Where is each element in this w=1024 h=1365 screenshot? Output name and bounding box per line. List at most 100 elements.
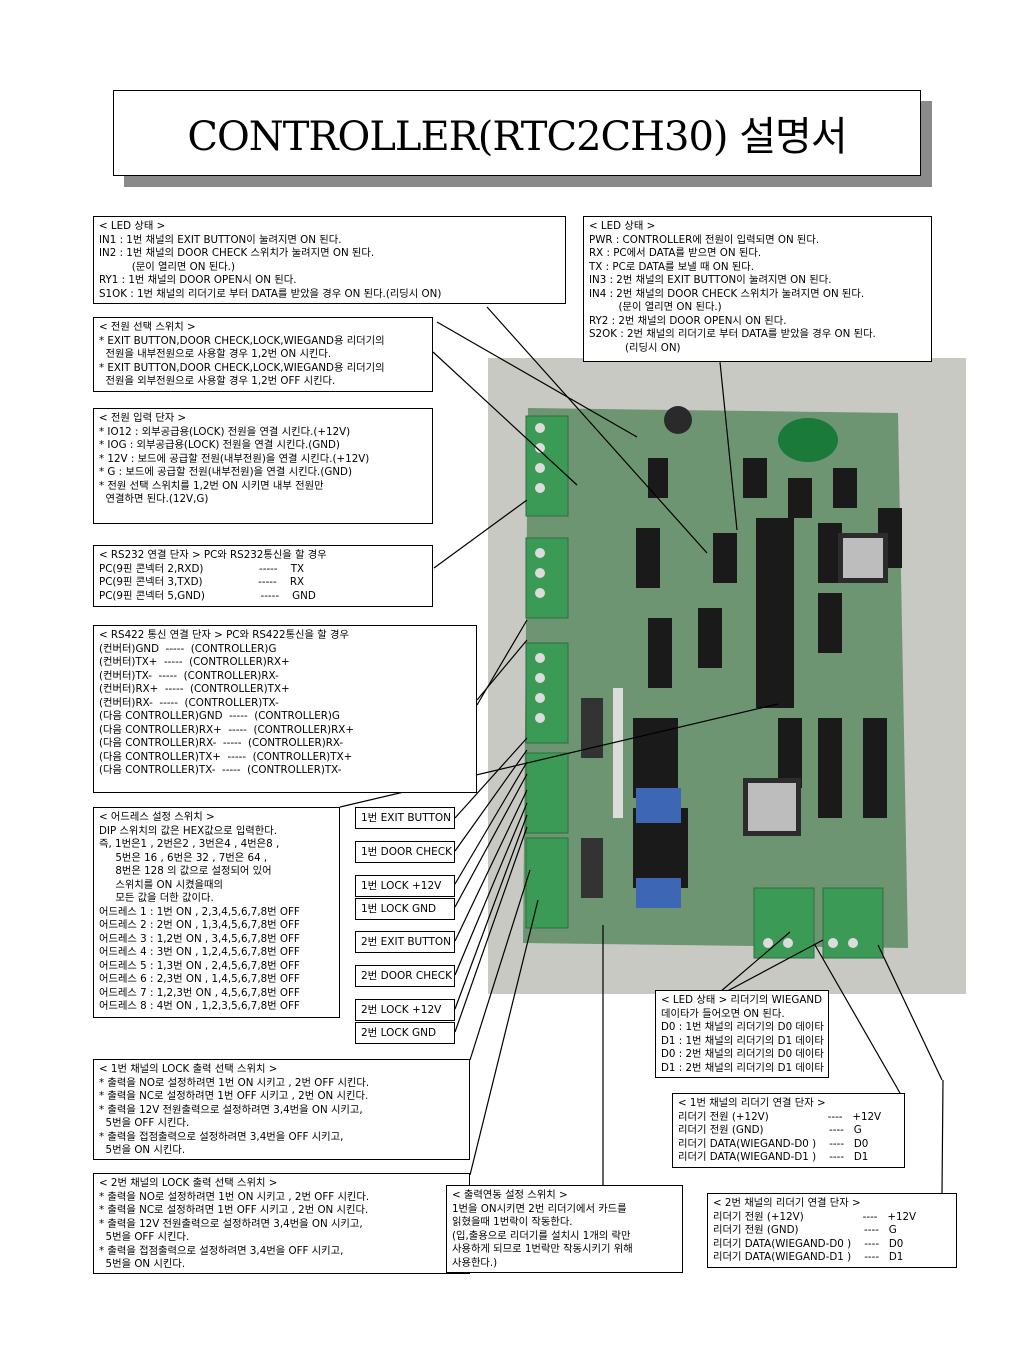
led1-line: (문이 열리면 ON 된다.) [99,260,235,273]
terminal-label: 1번 LOCK +12V [355,875,455,897]
rs422-line: (컨버터)GND ----- (CONTROLLER)G [99,642,277,655]
board-illustration [488,358,966,994]
led1-line: RY1 : 1번 채널의 DOOR OPEN시 ON 된다. [99,274,297,286]
power-input-line: * IO12 : 외부공급용(LOCK) 전원을 연결 시킨다.(+12V) [99,425,351,438]
power-input-line: 연결하면 된다.(12V,G) [99,493,209,505]
rs232-line: PC(9핀 콘넥터 3,TXD) ----- RX [99,576,305,588]
lock1-line: 5번을 ON 시킨다. [99,1144,186,1156]
output-link-line: 사용하게 되므로 1번락만 작동시키기 위해 [452,1243,633,1255]
reader2-line: 리더기 DATA(WIEGAND-D1 ) ---- D1 [713,1251,904,1263]
address-line: 어드레스 7 : 1,2,3번 ON , 4,5,6,7,8번 OFF [99,986,300,999]
led2-line: IN4 : 2번 채널의 DOOR CHECK 스위치가 눌려지면 ON 된다. [589,287,865,300]
address-line: 어드레스 6 : 2,3번 ON , 1,4,5,6,7,8번 OFF [99,973,300,985]
led-status-box-1: < LED 상태 > IN1 : 1번 채널의 EXIT BUTTON이 눌려지… [93,216,566,304]
led1-line: IN2 : 1번 채널의 DOOR CHECK 스위치가 눌려지면 ON 된다. [99,247,375,259]
address-line: < 어드레스 설정 스위치 > [99,811,215,823]
wiegand-led-line: 데이타가 들어오면 ON 된다. [661,1007,785,1020]
power-input-line: * 12V : 보드에 공급할 전원(내부전원)을 연결 시킨다.(+12V) [99,452,370,465]
address-line: 어드레스 1 : 1번 ON , 2,3,4,5,6,7,8번 OFF [99,905,300,918]
led2-line: (리딩시 ON) [589,341,681,354]
lock1-line: * 출력을 접점출력으로 설정하려면 3,4번을 OFF 시키고, [99,1130,344,1143]
output-link-line: < 출력연동 설정 스위치 > [452,1189,568,1201]
power-input-line: * IOG : 외부공급용(LOCK) 전원을 연결 시킨다.(GND) [99,439,340,451]
led1-line: IN1 : 1번 채널의 EXIT BUTTON이 눌려지면 ON 된다. [99,233,342,246]
address-line: 8번은 128 의 값으로 설정되어 있어 [99,865,272,877]
terminal-label: 2번 LOCK GND [355,1022,455,1044]
reader1-line: < 1번 채널의 리더기 연결 단자 > [678,1097,826,1109]
address-line: 어드레스 2 : 2번 ON , 1,3,4,5,6,7,8번 OFF [99,919,300,931]
lock2-line: * 출력을 NC로 설정하려면 1번 OFF 시키고 , 2번 ON 시킨다. [99,1204,369,1216]
reader1-line: 리더기 DATA(WIEGAND-D1 ) ---- D1 [678,1151,869,1163]
led1-line: S1OK : 1번 채널의 리더기로 부터 DATA를 받았을 경우 ON 된다… [99,287,442,300]
output-link-line: 읽혔을때 1번락이 작동한다. [452,1216,573,1228]
address-line: 어드레스 3 : 1,2번 ON , 3,4,5,6,7,8번 OFF [99,932,300,945]
power-select-line: * EXIT BUTTON,DOOR CHECK,LOCK,WIEGAND용 리… [99,361,385,374]
reader1-line: 리더기 DATA(WIEGAND-D0 ) ---- D0 [678,1137,869,1150]
lock1-line: * 출력을 NC로 설정하려면 1번 OFF 시키고 , 2번 ON 시킨다. [99,1090,369,1102]
led2-line: RY2 : 2번 채널의 DOOR OPEN시 ON 된다. [589,314,787,327]
rs232-terminal-box: < RS232 연결 단자 > PC와 RS232통신을 할 경우 PC(9핀 … [93,545,433,607]
wiegand-led-line: D1 : 2번 채널의 리더기의 D1 데이타 [661,1061,824,1074]
led2-line: PWR : CONTROLLER에 전원이 입력되면 ON 된다. [589,233,820,246]
output-link-switch-box: < 출력연동 설정 스위치 > 1번을 ON시키면 2번 리더기에서 카드를 읽… [446,1185,683,1273]
address-line: 즉, 1번은1 , 2번은2 , 3번은4 , 4번은8 , [99,838,280,850]
page-title: CONTROLLER(RTC2CH30) 설명서 [187,114,847,160]
lock1-output-switch-box: < 1번 채널의 LOCK 출력 선택 스위치 > * 출력을 NO로 설정하려… [93,1059,470,1160]
rs232-line: PC(9핀 콘넥터 5,GND) ----- GND [99,589,316,602]
power-select-switch-box: < 전원 선택 스위치 > * EXIT BUTTON,DOOR CHECK,L… [93,317,433,392]
rs422-line: (컨버터)RX- ----- (CONTROLLER)TX- [99,696,279,709]
output-link-line: 1번을 ON시키면 2번 리더기에서 카드를 [452,1202,627,1215]
terminal-label: 2번 EXIT BUTTON [355,931,455,953]
power-input-terminal-box: < 전원 입력 단자 > * IO12 : 외부공급용(LOCK) 전원을 연결… [93,408,433,524]
terminal-label: 2번 DOOR CHECK [355,965,455,987]
reader2-line: 리더기 전원 (GND) ---- G [713,1224,897,1236]
lock1-line: * 출력을 12V 전원출력으로 설정하려면 3,4번을 ON 시키고, [99,1103,363,1116]
terminal-label: 1번 DOOR CHECK [355,841,455,863]
lock2-line: < 2번 채널의 LOCK 출력 선택 스위치 > [99,1177,278,1189]
wiegand-led-line: D0 : 1번 채널의 리더기의 D0 데이타 [661,1021,824,1033]
wiegand-led-line: D1 : 1번 채널의 리더기의 D1 데이타 [661,1034,824,1047]
rs422-line: (컨버터)TX- ----- (CONTROLLER)RX- [99,669,279,682]
led-status-box-2: < LED 상태 > PWR : CONTROLLER에 전원이 입력되면 ON… [583,216,932,362]
led2-line: IN3 : 2번 채널의 EXIT BUTTON이 눌려지면 ON 된다. [589,274,832,286]
lock2-line: * 출력을 NO로 설정하려면 1번 ON 시키고 , 2번 OFF 시킨다. [99,1190,370,1203]
led2-line: S2OK : 2번 채널의 리더기로 부터 DATA를 받았을 경우 ON 된다… [589,328,876,340]
wiegand-led-line: < LED 상태 > 리더기의 WIEGAND [661,994,823,1006]
rs422-terminal-box: < RS422 통신 연결 단자 > PC와 RS422통신을 할 경우 (컨버… [93,625,477,793]
wiegand-led-line: D0 : 2번 채널의 리더기의 D0 데이타 [661,1048,824,1060]
rs422-line: (다음 CONTROLLER)RX+ ----- (CONTROLLER)RX+ [99,723,354,736]
rs422-line: (컨버터)TX+ ----- (CONTROLLER)RX+ [99,656,290,668]
power-input-line: * G : 보드에 공급할 전원(내부전원)을 연결 시킨다.(GND) [99,466,352,478]
led2-line: (문이 열리면 ON 된다.) [589,301,722,313]
lock1-line: 5번을 OFF 시킨다. [99,1117,190,1129]
reader2-line: 리더기 DATA(WIEGAND-D0 ) ---- D0 [713,1237,904,1250]
reader1-line: 리더기 전원 (+12V) ---- +12V [678,1110,882,1123]
address-switch-box: < 어드레스 설정 스위치 > DIP 스위치의 값은 HEX값으로 입력한다.… [93,807,340,1018]
address-line: 모든 값을 더한 값이다. [99,892,214,904]
address-line: 어드레스 4 : 3번 ON , 1,2,4,5,6,7,8번 OFF [99,946,300,958]
reader2-terminal-box: < 2번 채널의 리더기 연결 단자 > 리더기 전원 (+12V) ---- … [707,1193,957,1268]
wiegand-led-box: < LED 상태 > 리더기의 WIEGAND 데이타가 들어오면 ON 된다.… [655,990,829,1078]
title-box: CONTROLLER(RTC2CH30) 설명서 [113,90,921,176]
address-line: DIP 스위치의 값은 HEX값으로 입력한다. [99,824,277,837]
rs422-line: (컨버터)RX+ ----- (CONTROLLER)TX+ [99,683,290,695]
address-line: 어드레스 5 : 1,3번 ON , 2,4,5,6,7,8번 OFF [99,959,300,972]
power-select-line: 전원을 외부전원으로 사용할 경우 1,2번 OFF 시킨다. [99,375,336,387]
terminal-label: 1번 LOCK GND [355,898,455,920]
rs422-line: (다음 CONTROLLER)TX+ ----- (CONTROLLER)TX+ [99,750,353,763]
lock2-line: * 출력을 접점출력으로 설정하려면 3,4번을 OFF 시키고, [99,1244,344,1257]
power-select-line: < 전원 선택 스위치 > [99,321,196,333]
reader2-line: < 2번 채널의 리더기 연결 단자 > [713,1197,861,1209]
power-input-line: * 전원 선택 스위치를 1,2번 ON 시키면 내부 전원만 [99,479,324,492]
power-select-line: 전원을 내부전원으로 사용할 경우 1,2번 ON 시킨다. [99,348,332,360]
power-input-line: < 전원 입력 단자 > [99,412,187,424]
rs422-line: (다음 CONTROLLER)TX- ----- (CONTROLLER)TX- [99,764,342,776]
rs422-line: (다음 CONTROLLER)RX- ----- (CONTROLLER)RX- [99,737,344,749]
lock2-line: 5번을 ON 시킨다. [99,1258,186,1270]
rs232-line: PC(9핀 콘넥터 2,RXD) ----- TX [99,562,305,575]
address-line: 어드레스 8 : 4번 ON , 1,2,3,5,6,7,8번 OFF [99,1000,300,1012]
led2-line: TX : PC로 DATA를 보낼 때 ON 된다. [589,260,755,273]
reader1-terminal-box: < 1번 채널의 리더기 연결 단자 > 리더기 전원 (+12V) ---- … [672,1093,905,1168]
led2-line: < LED 상태 > [589,220,656,232]
reader1-line: 리더기 전원 (GND) ---- G [678,1124,862,1136]
